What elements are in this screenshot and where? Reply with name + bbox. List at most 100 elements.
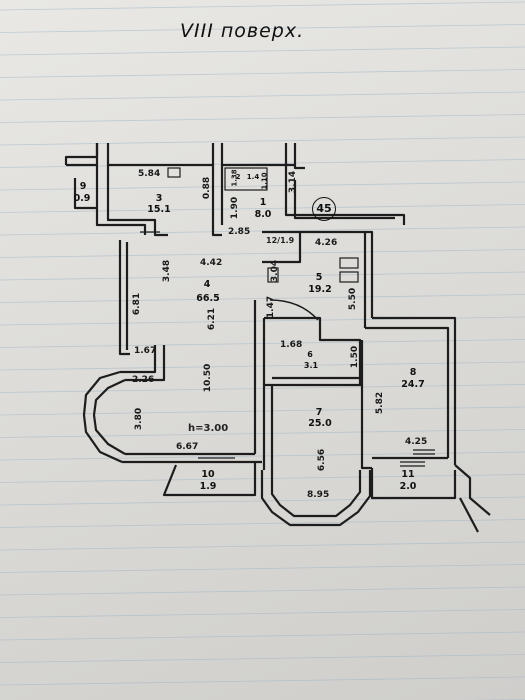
balcony-11 [459, 497, 479, 533]
dimension-label: 4.42 [200, 258, 223, 268]
room-3-number: 3 [155, 193, 163, 204]
ruled-line [0, 1, 525, 11]
ruled-line [0, 69, 525, 78]
dimension-label: 1.50 [350, 345, 361, 369]
room-9-number: 9 [79, 181, 87, 192]
door-swing [269, 299, 319, 321]
room-3-area: 15.1 [147, 204, 171, 215]
balcony-10 [162, 462, 257, 497]
room-8-number: 8 [409, 367, 417, 378]
dimension-label: 0.88 [202, 176, 213, 200]
wall-hall [293, 180, 395, 220]
room-7-area: 25.0 [308, 418, 332, 429]
room-9-area: 0.9 [73, 193, 91, 204]
ruled-line [0, 271, 525, 281]
room-1-number: 1 [259, 197, 267, 208]
room-6-area: 3.1 [303, 361, 319, 370]
fixture-bath [224, 167, 268, 191]
wall-hall [284, 165, 406, 225]
fixture-shelf [339, 271, 359, 283]
fixture-stove [167, 167, 181, 178]
wall-room-4 [120, 345, 157, 374]
room-2-area: 1.4 [246, 173, 260, 181]
ruled-line [0, 654, 525, 663]
bay-window-left [82, 370, 123, 464]
room-12-number: 12 [266, 236, 278, 245]
dimension-label: 10.50 [203, 363, 214, 393]
dimension-label: 8.95 [307, 490, 330, 500]
ruled-line [0, 339, 525, 348]
room-4-area: 66.5 [196, 293, 220, 304]
room-11-area: 2.0 [399, 481, 417, 492]
dimension-label: 6.21 [207, 307, 218, 331]
ruled-line [0, 384, 525, 393]
ruled-line [0, 406, 525, 416]
ruled-line [0, 676, 525, 686]
dimension-label: 6.67 [176, 442, 199, 452]
dimension-label: 1.67 [134, 346, 157, 356]
room-8-area: 24.7 [401, 379, 425, 390]
wall-room-3 [211, 143, 222, 237]
wall-room-9 [73, 178, 97, 210]
wall-room-5 [365, 326, 450, 458]
dimension-label: 6.81 [132, 292, 143, 316]
room-12-area: 1.9 [280, 236, 295, 245]
ruled-line [0, 586, 525, 596]
room-12-label: 12/1.9 [266, 236, 295, 245]
dimension-label: 1.68 [280, 340, 303, 350]
room-6-number: 6 [307, 350, 313, 359]
room-2-number: 2 [235, 173, 241, 181]
wall-room-3 [95, 143, 147, 235]
wall-room-12 [262, 230, 302, 264]
wall-room-5 [372, 316, 457, 465]
ruled-line [0, 451, 525, 461]
ruled-line [0, 114, 525, 123]
ruled-line [0, 429, 525, 438]
room-10-area: 1.9 [199, 481, 217, 492]
dimension-label: 5.84 [138, 169, 161, 179]
floor-title: VIII поверх. [180, 20, 305, 42]
room-7-number: 7 [315, 407, 323, 418]
bay-window-left [92, 379, 126, 455]
wall-room-3 [220, 143, 295, 167]
ruled-line [0, 519, 525, 528]
fixture-shelf [339, 257, 359, 269]
dimension-label: 2.85 [228, 227, 251, 237]
ruled-line [0, 631, 525, 641]
dimension-label: 3.48 [162, 259, 173, 283]
dimension-label: 4.26 [315, 238, 338, 248]
dimension-label: 1.90 [230, 196, 241, 220]
ruled-line [0, 181, 525, 191]
room-10-number: 10 [201, 469, 215, 480]
ruled-line [0, 204, 525, 213]
dimension-label: 3.14 [288, 170, 299, 194]
ruled-line [0, 249, 525, 258]
ruled-line [0, 361, 525, 371]
dimension-label: 6.56 [317, 448, 328, 472]
room-5-area: 19.2 [308, 284, 332, 295]
room-11-number: 11 [401, 469, 415, 480]
ruled-line [0, 91, 525, 101]
ruled-line [0, 541, 525, 551]
plan-number-badge: 45 [312, 197, 336, 221]
dimension-label: 1.38 [230, 169, 239, 187]
dimension-label: 5.82 [375, 391, 386, 415]
room-5-number: 5 [315, 272, 323, 283]
balcony-11 [454, 464, 491, 516]
bay-window-bottom [270, 470, 362, 518]
wall-room-7 [360, 340, 372, 470]
ruled-line [0, 609, 525, 618]
ruled-line [0, 24, 525, 33]
wall-room-4 [118, 240, 130, 356]
wall-room-5 [300, 230, 374, 318]
wall-room-6 [264, 316, 362, 385]
wall-room-3 [106, 143, 168, 237]
wall-room-4 [125, 345, 166, 382]
fixture-sink [267, 267, 279, 283]
room-4-number: 4 [203, 279, 211, 290]
dimension-label: 3.04 [270, 259, 281, 283]
dimension-label: 5.50 [348, 287, 359, 311]
